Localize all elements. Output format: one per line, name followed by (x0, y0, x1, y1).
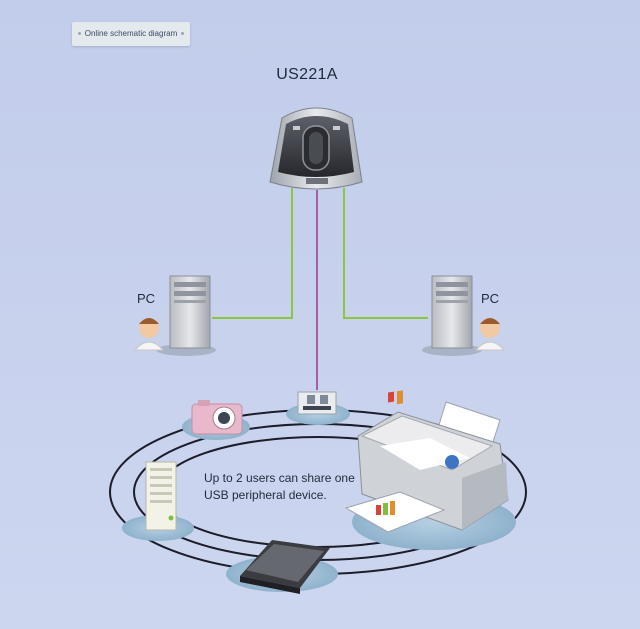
caption-line-2: USB peripheral device. (204, 488, 327, 502)
scanner-icon (226, 540, 338, 594)
tower-icon (122, 461, 194, 541)
right-pc-cable (343, 188, 428, 319)
kvm-switch-icon (269, 107, 363, 190)
tag-label: Online schematic diagram (84, 29, 178, 38)
sharing-caption: Up to 2 users can share one USB peripher… (204, 470, 355, 504)
printer-icon (344, 390, 516, 550)
tag-left-dot (78, 32, 81, 35)
left-pc-cable (212, 188, 293, 319)
camera-icon (182, 400, 250, 440)
cables (212, 188, 428, 390)
caption-line-1: Up to 2 users can share one (204, 471, 355, 485)
right-pc-label: PC (481, 291, 500, 306)
left-pc-icon (133, 275, 216, 356)
right-pc-icon (422, 275, 506, 356)
device-model-title: US221A (276, 66, 338, 83)
tag-right-dot (181, 32, 184, 35)
card-reader-icon (286, 391, 350, 425)
left-pc-label: PC (137, 291, 156, 306)
diagram-tag: Online schematic diagram (72, 22, 190, 46)
